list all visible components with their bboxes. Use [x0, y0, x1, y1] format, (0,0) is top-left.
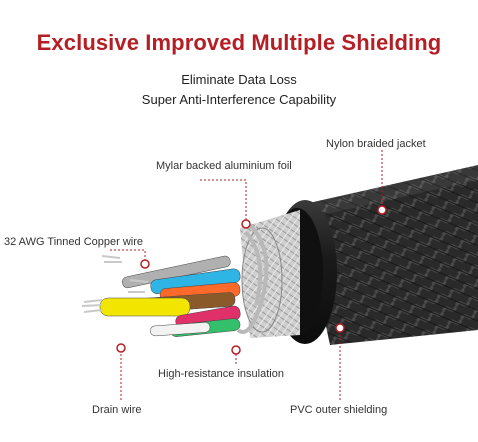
- label-high-resistance-insulation: High-resistance insulation: [158, 368, 284, 380]
- inner-wires: [81, 255, 241, 337]
- subtitle-line-2: Super Anti-Interference Capability: [141, 92, 337, 107]
- leader-markers: [116, 205, 387, 355]
- label-nylon-braided-jacket: Nylon braided jacket: [326, 138, 426, 150]
- leader-lines: [110, 150, 383, 400]
- label-pvc-outer-shielding: PVC outer shielding: [290, 404, 388, 416]
- mylar-foil-layer: [240, 210, 300, 338]
- label-awg-wire: 32 AWG Tinned Copper wire: [4, 236, 143, 248]
- label-drain-wire: Drain wire: [92, 404, 142, 416]
- nylon-braided-jacket: [300, 165, 478, 345]
- subtitle-line-1: Eliminate Data Loss: [181, 72, 297, 87]
- drain-wire-coil: [236, 223, 269, 334]
- label-mylar-foil: Mylar backed aluminium foil: [156, 160, 292, 172]
- headline: Exclusive Improved Multiple Shielding: [36, 30, 442, 55]
